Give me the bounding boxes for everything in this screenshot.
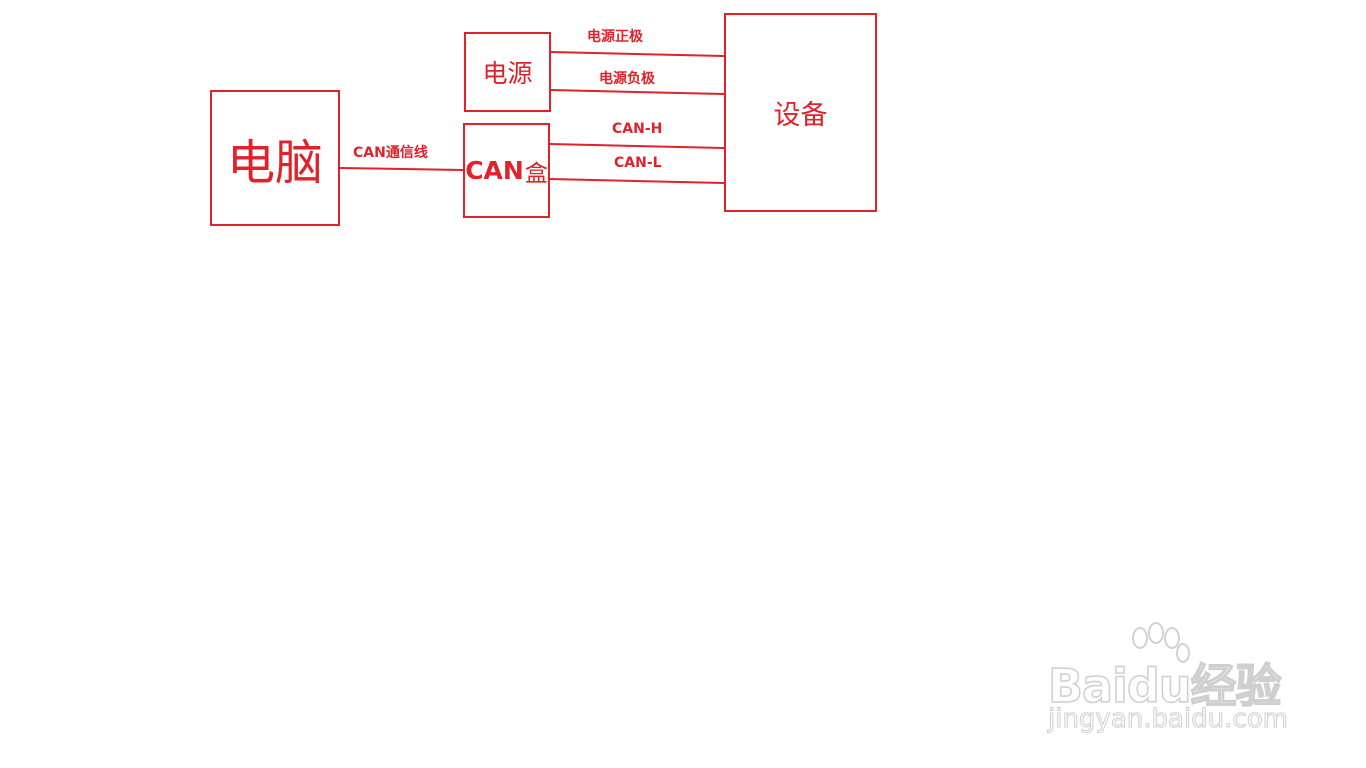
power-supply-node: 电源 <box>464 32 551 112</box>
watermark-url: jingyan.baidu.com <box>1048 704 1289 735</box>
device-node: 设备 <box>724 13 877 212</box>
power-negative-wire <box>550 89 725 95</box>
can-cable-wire <box>339 167 464 171</box>
can-box-label-bold: CAN <box>465 156 524 185</box>
can-h-wire <box>549 143 725 149</box>
device-label: 设备 <box>773 100 828 131</box>
can-cable-label: CAN通信线 <box>353 145 428 161</box>
can-l-wire <box>549 178 725 184</box>
baidu-paw-logo-icon <box>1132 622 1190 663</box>
power-positive-wire <box>550 51 725 57</box>
power-negative-label: 电源负极 <box>599 71 655 87</box>
can-box-label-suffix: 盒 <box>524 160 548 187</box>
computer-label: 电脑 <box>226 135 323 191</box>
computer-node: 电脑 <box>210 90 340 226</box>
watermark-logo-text: Baidu经验 <box>1047 658 1282 714</box>
can-l-label: CAN-L <box>614 155 662 171</box>
can-h-label: CAN-H <box>612 121 663 137</box>
power-supply-label: 电源 <box>482 59 533 88</box>
power-positive-label: 电源正极 <box>587 29 643 45</box>
